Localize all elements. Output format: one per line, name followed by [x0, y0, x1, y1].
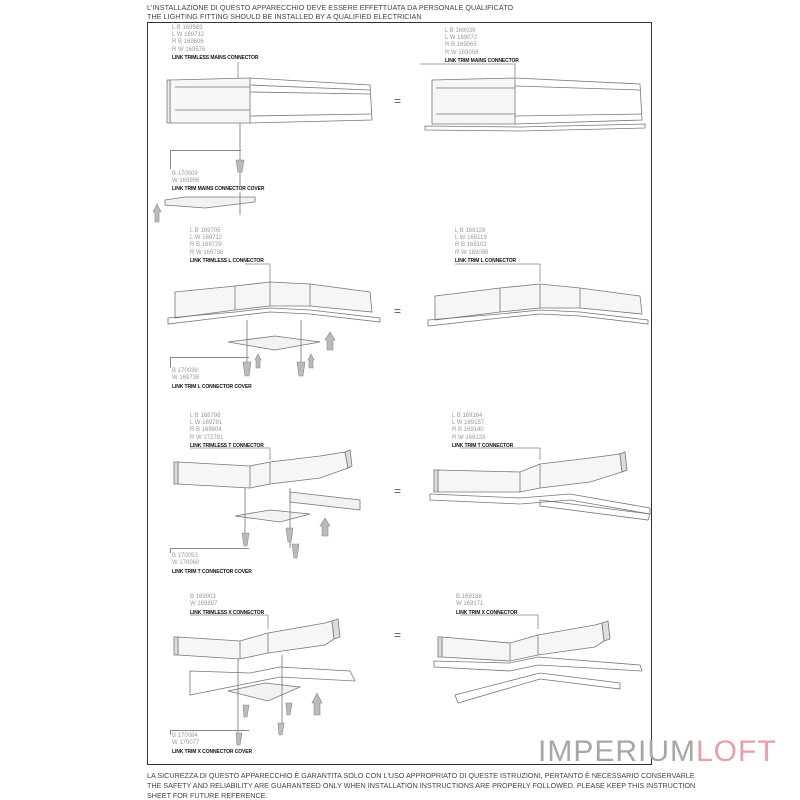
part-name: LINK TRIMLESS X CONNECTOR	[190, 610, 265, 616]
trim-l-connector-drawing	[427, 263, 649, 327]
instruction-frame	[147, 22, 652, 765]
cover-name: LINK TRIM T CONNECTOR COVER	[172, 569, 252, 575]
trimless-t-connector-drawing	[173, 447, 361, 559]
equals-sign: =	[394, 484, 402, 498]
header-english: THE LIGHTING FITTING SHOULD BE INSTALLED…	[147, 12, 422, 21]
part-name: LINK TRIMLESS L CONNECTOR	[190, 258, 264, 264]
trimless-mains-connector-drawing	[152, 62, 373, 223]
part-name: LINK TRIMLESS MAINS CONNECTOR	[172, 55, 259, 61]
part-name: LINK TRIM MAINS CONNECTOR	[445, 58, 519, 64]
trim-t-connector-drawing	[429, 447, 651, 521]
trim-x-connector-drawing	[433, 614, 643, 704]
equals-sign: =	[394, 304, 402, 318]
footer-notice: LA SICUREZZA DI QUESTO APPARECCHIO È GAR…	[147, 771, 696, 800]
part-name: LINK TRIM L CONNECTOR	[455, 258, 517, 264]
cover-name: LINK TRIM MAINS CONNECTOR COVER	[172, 186, 265, 192]
watermark-logo: IMPERIUMLOFT	[538, 735, 777, 768]
equals-sign: =	[394, 94, 402, 108]
cover-name: LINK TRIM X CONNECTOR COVER	[172, 749, 252, 755]
part-name: LINK TRIM T CONNECTOR	[452, 443, 514, 449]
trimless-l-connector-drawing	[167, 263, 381, 377]
cover-name: LINK TRIM L CONNECTOR COVER	[172, 384, 252, 390]
equals-sign: =	[394, 628, 402, 642]
trim-mains-connector-drawing	[420, 63, 646, 132]
part-name: LINK TRIM X CONNECTOR	[456, 610, 518, 616]
part-name: LINK TRIMLESS T CONNECTOR	[190, 443, 264, 449]
header-italian: L'INSTALLAZIONE DI QUESTO APPARECCHIO DE…	[147, 3, 514, 12]
